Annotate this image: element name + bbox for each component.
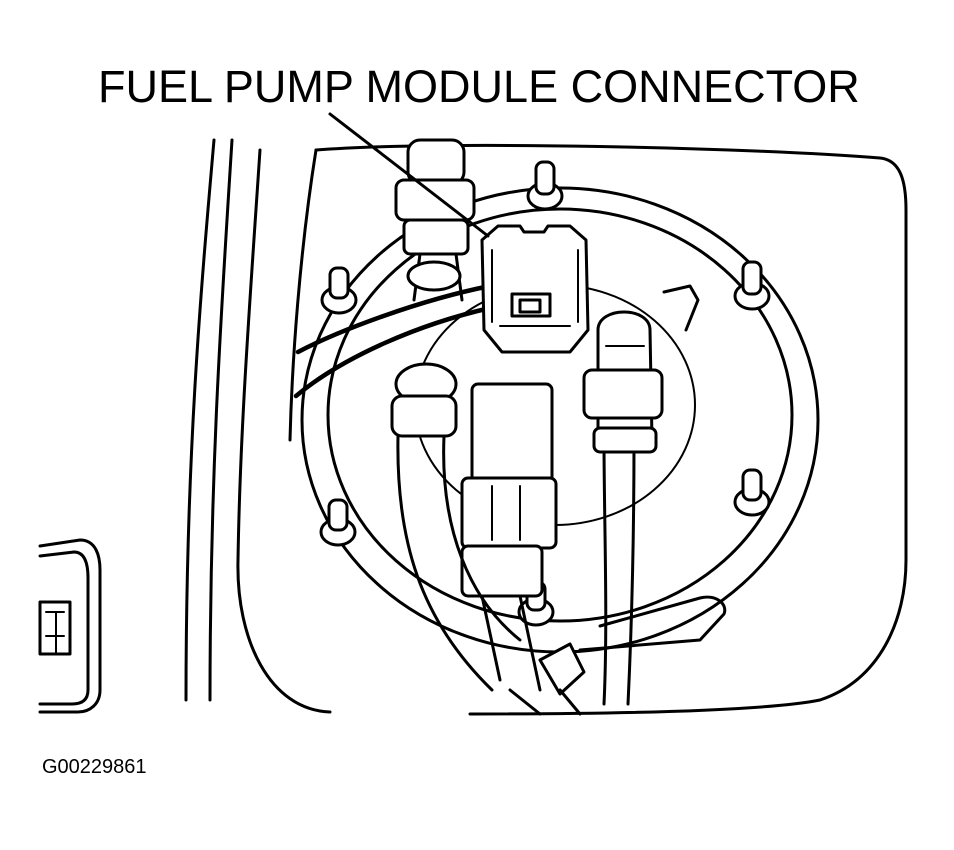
stud xyxy=(733,260,771,311)
fuel-line-fitting-right xyxy=(582,310,664,706)
callout-leader-line xyxy=(328,112,490,238)
callout-label: FUEL PUMP MODULE CONNECTOR xyxy=(98,61,860,112)
body-panel-left xyxy=(184,138,332,714)
bracket-right xyxy=(578,284,727,652)
hose-clamp-bottom xyxy=(508,642,586,716)
stud xyxy=(320,266,358,315)
center-connector-stack xyxy=(460,382,558,692)
fuel-feed-hose-left xyxy=(390,362,522,692)
fuel-pump-module-connector xyxy=(480,224,590,354)
vent-hose-fitting xyxy=(394,138,476,302)
stud xyxy=(526,160,564,211)
access-opening xyxy=(288,143,908,716)
figure-id: G00229861 xyxy=(42,756,147,778)
side-component-left xyxy=(38,538,102,714)
stud xyxy=(319,498,357,547)
flange-studs xyxy=(319,160,771,627)
stud xyxy=(733,468,771,517)
wiring-harness xyxy=(293,283,493,399)
